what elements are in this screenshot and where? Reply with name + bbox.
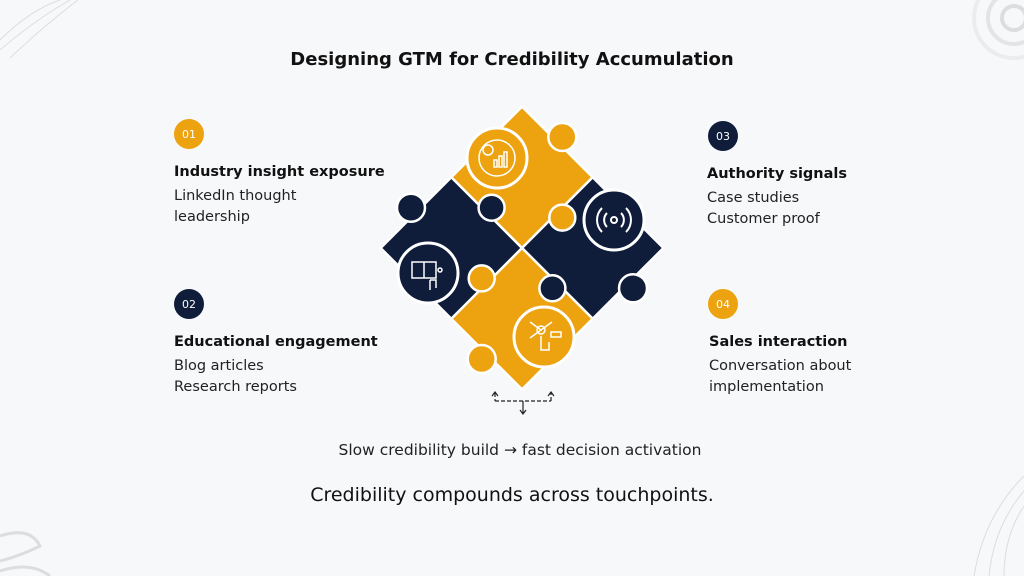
- step-line: Conversation about: [709, 358, 852, 374]
- step-04: Sales interaction Conversation about imp…: [709, 334, 929, 398]
- step-01: Industry insight exposure LinkedIn thoug…: [174, 164, 394, 228]
- step-badge-03: 03: [708, 121, 738, 151]
- step-02: Educational engagement Blog articles Res…: [174, 334, 394, 398]
- puzzle-knob: [467, 264, 496, 293]
- puzzle-knob: [617, 273, 649, 304]
- decorative-swirl-bottom-right: [973, 476, 1024, 576]
- step-line: Customer proof: [707, 211, 820, 227]
- step-badge-02: 02: [174, 289, 204, 319]
- summary-text: Credibility compounds across touchpoints…: [310, 484, 714, 506]
- decorative-squiggle-bottom-left: [0, 531, 51, 576]
- step-line: Research reports: [174, 379, 297, 395]
- decorative-spiral-top-right: [972, 0, 1024, 60]
- puzzle-knob: [547, 121, 578, 153]
- step-03: Authority signals Case studies Customer …: [707, 166, 927, 230]
- puzzle-knob: [477, 193, 506, 222]
- lightbulb-chart-icon: [465, 126, 529, 190]
- touch-network-icon: [512, 305, 576, 369]
- branch-arrows-icon: [491, 391, 555, 415]
- broadcast-signal-icon: [582, 188, 646, 252]
- puzzle-knob: [548, 203, 577, 232]
- step-line: Blog articles: [174, 358, 264, 374]
- step-heading: Sales interaction: [709, 334, 848, 350]
- step-line: implementation: [709, 379, 824, 395]
- puzzle-knob: [395, 192, 427, 223]
- puzzle-knob: [466, 343, 497, 375]
- step-heading: Industry insight exposure: [174, 164, 385, 180]
- step-badge-01: 01: [174, 119, 204, 149]
- step-line: Case studies: [707, 190, 800, 206]
- decorative-swirl-top-left: [0, 0, 79, 59]
- flow-caption: Slow credibility build → fast decision a…: [338, 441, 702, 459]
- step-heading: Educational engagement: [174, 334, 378, 350]
- step-line: leadership: [174, 209, 250, 225]
- step-badge-04: 04: [708, 289, 738, 319]
- step-line: LinkedIn thought: [174, 188, 297, 204]
- book-hand-icon: [396, 241, 460, 305]
- puzzle-knob: [538, 274, 567, 303]
- page-title: Designing GTM for Credibility Accumulati…: [290, 49, 734, 70]
- step-heading: Authority signals: [707, 166, 848, 182]
